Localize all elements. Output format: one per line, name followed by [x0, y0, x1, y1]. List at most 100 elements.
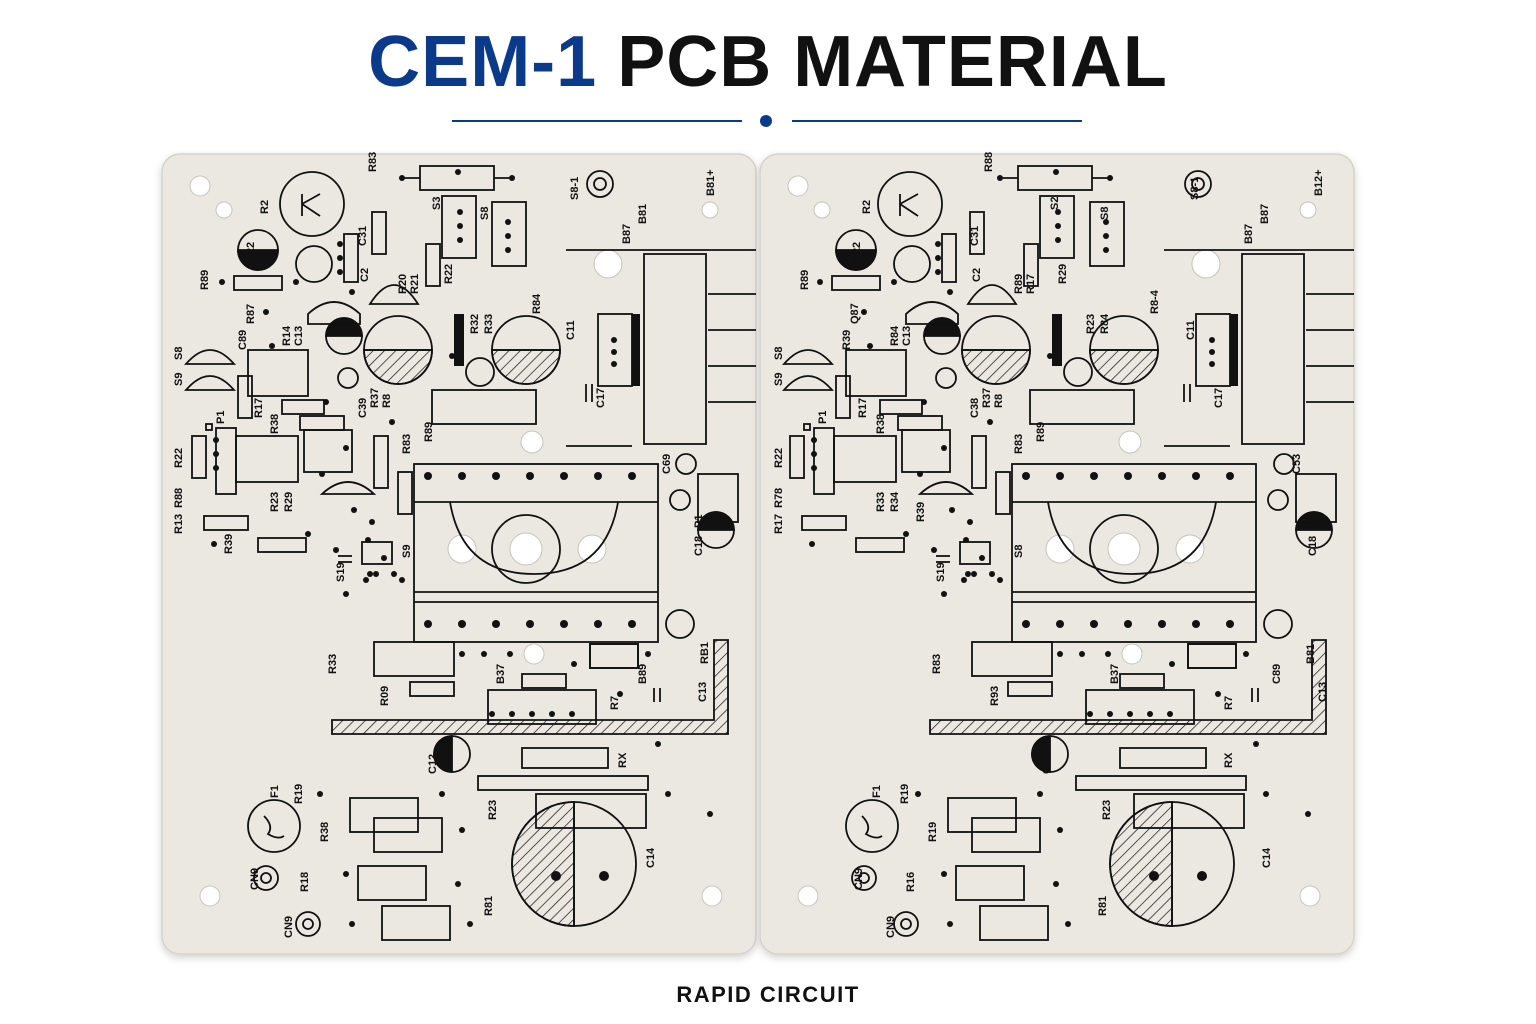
transistor-footprint — [184, 375, 236, 391]
ic-footprint — [215, 427, 237, 495]
transistor-footprint — [184, 349, 236, 365]
capacitor-footprint — [1273, 453, 1295, 475]
component-label: R32 — [469, 314, 481, 334]
component-label: C53 — [1291, 454, 1303, 474]
component-label: C39 — [357, 398, 369, 418]
heatsink-footprint — [413, 463, 659, 643]
component-label: R39 — [841, 330, 853, 350]
transistor-footprint — [966, 284, 1018, 305]
capacitor-footprint — [337, 367, 359, 389]
terminal-footprint — [253, 865, 279, 891]
component-label: S8-1 — [569, 177, 581, 200]
capacitor-footprint — [1263, 609, 1293, 639]
resistor-footprint — [969, 211, 985, 255]
diode-footprint — [357, 865, 427, 901]
resistor-footprint — [535, 793, 647, 829]
transistor-footprint — [877, 171, 943, 237]
fuse-footprint — [845, 799, 899, 853]
component-label: R22 — [773, 448, 785, 468]
component-label: R83 — [1013, 434, 1025, 454]
component-label: R2 — [861, 200, 873, 214]
component-label: C2 — [359, 268, 371, 282]
component-label: R88 — [983, 152, 995, 172]
resistor-footprint — [1029, 389, 1135, 425]
resistor-footprint — [1023, 243, 1039, 287]
component-label: R33 — [875, 492, 887, 512]
ic-footprint — [1295, 473, 1337, 523]
component-label: R93 — [989, 686, 1001, 706]
component-label: B81 — [1305, 644, 1317, 664]
component-label: R38 — [269, 414, 281, 434]
resistor-footprint — [521, 673, 567, 689]
component-label: R17 — [1025, 274, 1037, 294]
mounting-hole — [1299, 885, 1321, 907]
component-label: R37 — [981, 388, 993, 408]
component-label: R23 — [1101, 800, 1113, 820]
capacitor-footprint — [665, 609, 695, 639]
component-label: R23 — [487, 800, 499, 820]
component-label: R84 — [1099, 313, 1111, 334]
component-label: C89 — [237, 330, 249, 350]
component-label: C89 — [1271, 664, 1283, 684]
component-label: R38 — [319, 822, 331, 842]
terminal-footprint — [1184, 170, 1212, 198]
component-label: R34 — [889, 491, 901, 512]
resistor-footprint — [831, 275, 881, 291]
diode-footprint — [979, 905, 1049, 941]
component-label: R39 — [223, 534, 235, 554]
component-label: C31 — [357, 226, 369, 246]
component-label: C17 — [595, 388, 607, 408]
connector-footprint — [1241, 253, 1305, 445]
component-label: B87 — [1243, 224, 1255, 244]
resistor-footprint — [971, 435, 987, 489]
component-label: R14 — [281, 325, 293, 346]
ic-footprint — [247, 349, 309, 397]
component-label: S19 — [335, 562, 347, 582]
mounting-hole — [523, 643, 545, 665]
title-rest: PCB MATERIAL — [617, 22, 1168, 102]
header-footprint — [1119, 747, 1207, 769]
component-label: B12+ — [1313, 169, 1325, 196]
component-label: R09 — [379, 686, 391, 706]
mounting-hole — [593, 249, 623, 279]
component-label: R21 — [409, 274, 421, 294]
component-label: B87 — [1259, 204, 1271, 224]
capacitor-footprint — [675, 453, 697, 475]
component-label: R22 — [173, 448, 185, 468]
component-label: R8 — [381, 394, 393, 408]
resistor-footprint — [237, 375, 253, 419]
resistor-footprint — [281, 399, 325, 415]
component-label: R37 — [369, 388, 381, 408]
resistor-footprint — [191, 435, 207, 479]
connector-footprint — [1039, 195, 1075, 259]
resistor-footprint — [1119, 673, 1165, 689]
component-label: R88 — [173, 488, 185, 508]
transistor-footprint — [782, 349, 834, 365]
component-label: S9 — [173, 373, 185, 386]
component-label: S3 — [431, 197, 443, 210]
resistor-footprint — [801, 515, 847, 531]
terminal-footprint — [851, 865, 877, 891]
component-label: C13 — [901, 326, 913, 346]
component-label: C2 — [971, 268, 983, 282]
mounting-hole — [1107, 532, 1141, 566]
component-label: F1 — [871, 785, 883, 798]
component-label: P1 — [817, 411, 829, 424]
component-label: B37 — [1109, 664, 1121, 684]
component-label: C18 — [1307, 536, 1319, 556]
transistor-footprint — [917, 481, 975, 495]
component-label: R22 — [443, 264, 455, 284]
component-label: S8 — [1099, 207, 1111, 220]
component-label: R22 — [245, 242, 257, 262]
transistor-footprint — [307, 301, 361, 325]
component-label: RX — [1223, 752, 1235, 768]
component-label: C17 — [1213, 388, 1225, 408]
component-label: C13 — [1317, 682, 1329, 702]
ic-footprint — [303, 429, 353, 473]
resistor-footprint — [409, 681, 455, 697]
component-label: R8 — [993, 394, 1005, 408]
component-label: C18 — [693, 536, 705, 556]
component-label: C11 — [565, 320, 577, 340]
connector-footprint — [441, 195, 477, 259]
resistor-footprint — [835, 375, 851, 419]
